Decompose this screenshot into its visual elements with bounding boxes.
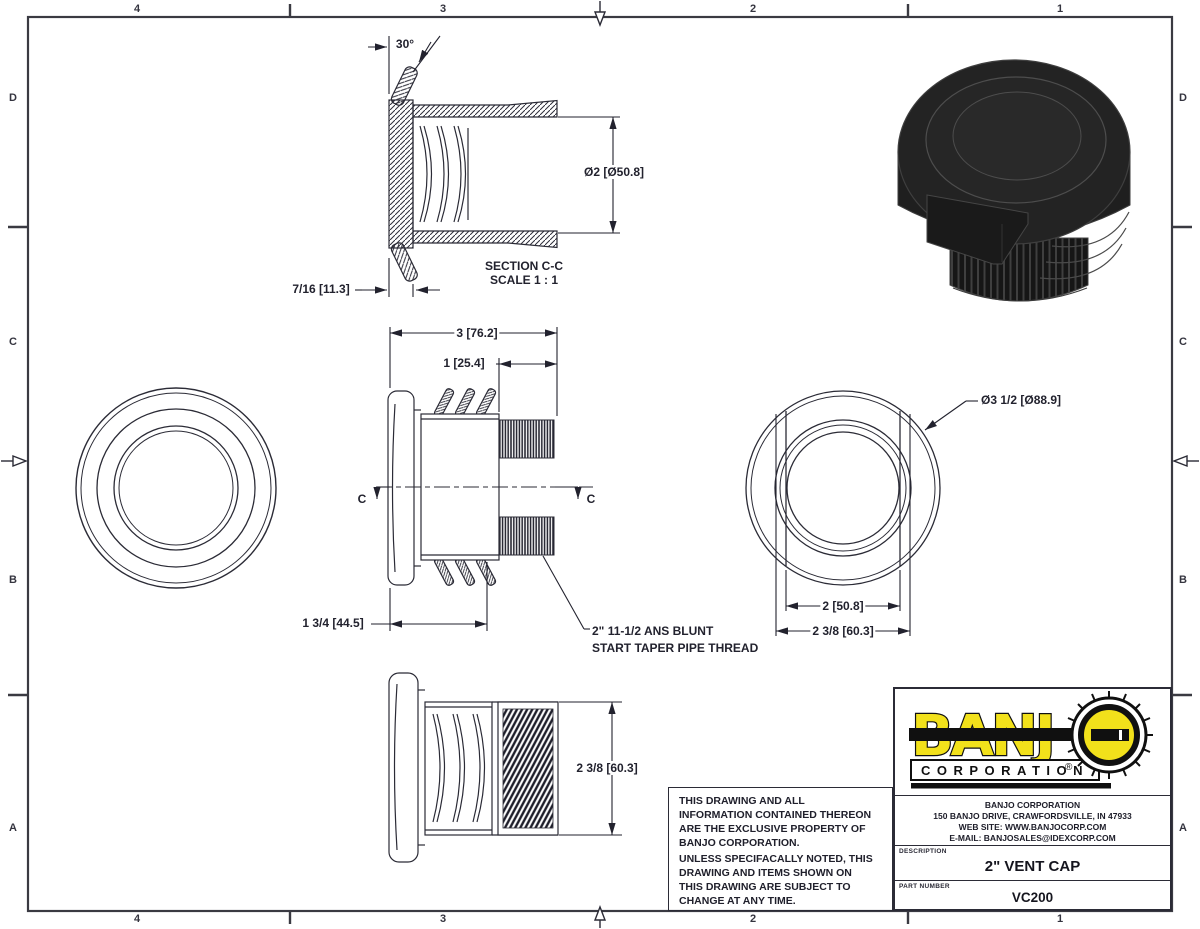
- part-number-value: VC200: [1011, 890, 1054, 905]
- dim-overall-length: 3 [76.2]: [454, 326, 500, 340]
- description-value: 2" VENT CAP: [984, 858, 1081, 875]
- zone-row-right-c: C: [1179, 336, 1187, 348]
- zone-row-right-b: B: [1179, 574, 1187, 586]
- dim-thread-length: 1 [25.4]: [443, 356, 485, 370]
- zone-row-right-a: A: [1179, 822, 1187, 834]
- notes-line: UNLESS SPECIFACALLY NOTED, THIS: [679, 853, 873, 865]
- dim-body-length: 1 3/4 [44.5]: [302, 616, 364, 630]
- dim-section-diameter: Ø2 [Ø50.8]: [581, 165, 647, 179]
- notes-paragraph-2: UNLESS SPECIFACALLY NOTED, THIS DRAWING …: [679, 852, 887, 908]
- zone-row-left-c: C: [9, 336, 17, 348]
- company-address: BANJO CORPORATION 150 BANJO DRIVE, CRAWF…: [895, 795, 1170, 845]
- zone-row-left-a: A: [9, 822, 17, 834]
- section-marker-c-right: C: [586, 492, 596, 506]
- zone-col-bottom-3: 3: [439, 913, 447, 925]
- notes-line: INFORMATION CONTAINED THEREON: [679, 809, 872, 821]
- zone-row-left-d: D: [9, 92, 17, 104]
- section-view-scale: SCALE 1 : 1: [489, 273, 559, 287]
- part-number-label: PART NUMBER: [899, 883, 950, 890]
- side-view-dimension-lines: [371, 327, 590, 631]
- notes-line: CHANGE AT ANY TIME.: [679, 895, 796, 907]
- zone-col-bottom-4: 4: [133, 913, 141, 925]
- company-line: WEB SITE: WWW.BANJOCORP.COM: [958, 822, 1107, 832]
- dim-flange-width: 7/16 [11.3]: [292, 282, 350, 296]
- dim-angle-30deg: 30°: [395, 37, 415, 51]
- rear-view-dimension-lines: [775, 400, 978, 636]
- thread-callout-line2: START TAPER PIPE THREAD: [592, 641, 759, 655]
- notes-line: BANJO CORPORATION.: [679, 837, 800, 849]
- section-marker-c-left: C: [357, 492, 367, 506]
- banjo-logo: BANJ CORPORATION: [895, 689, 1170, 795]
- banjo-logo-art: BANJ CORPORATION: [909, 691, 1153, 789]
- notes-line: THIS DRAWING AND ALL: [679, 795, 805, 807]
- banjo-body-icon: [1065, 691, 1153, 779]
- dim-flange-diameter: Ø3 1/2 [Ø88.9]: [981, 393, 1062, 407]
- title-block: BANJ CORPORATION: [893, 687, 1172, 911]
- notes-line: THIS DRAWING ARE SUBJECT TO: [679, 881, 851, 893]
- front-view-geometry: [75, 387, 277, 589]
- zone-row-left-b: B: [9, 574, 17, 586]
- dim-rear-outer-width: 2 3/8 [60.3]: [810, 624, 876, 638]
- banjo-neck-bar: [909, 728, 1123, 741]
- legal-notes-box: THIS DRAWING AND ALL INFORMATION CONTAIN…: [668, 787, 893, 911]
- bottom-view-geometry: [388, 672, 559, 863]
- zone-col-top-1: 1: [1056, 3, 1064, 15]
- side-view-geometry: [376, 388, 593, 586]
- zone-col-top-3: 3: [439, 3, 447, 15]
- company-line: 150 BANJO DRIVE, CRAWFORDSVILLE, IN 4793…: [933, 811, 1132, 821]
- zone-col-top-4: 4: [133, 3, 141, 15]
- rear-view-geometry: [745, 390, 941, 586]
- description-cell: DESCRIPTION 2" VENT CAP: [895, 845, 1170, 880]
- notes-line: DRAWING AND ITEMS SHOWN ON: [679, 867, 852, 879]
- part-number-cell: PART NUMBER VC200: [895, 880, 1170, 909]
- zone-row-right-d: D: [1179, 92, 1187, 104]
- registered-mark: ®: [1065, 762, 1073, 773]
- notes-line: ARE THE EXCLUSIVE PROPERTY OF: [679, 823, 866, 835]
- company-line: E-MAIL: BANJOSALES@IDEXCORP.COM: [949, 833, 1116, 843]
- zone-col-top-2: 2: [749, 3, 757, 15]
- zone-col-bottom-1: 1: [1056, 913, 1064, 925]
- cap-3d-render: [897, 59, 1131, 302]
- dim-bottom-height: 2 3/8 [60.3]: [574, 761, 640, 775]
- section-view-title: SECTION C-C: [485, 259, 563, 273]
- logo-underline: [911, 783, 1111, 789]
- zone-col-bottom-2: 2: [749, 913, 757, 925]
- dim-rear-inner-width: 2 [50.8]: [820, 599, 866, 613]
- section-view-geometry: [388, 66, 558, 282]
- description-label: DESCRIPTION: [899, 848, 947, 855]
- logo-subtitle: CORPORATION: [921, 763, 1089, 778]
- company-line: BANJO CORPORATION: [984, 800, 1081, 810]
- notes-paragraph-1: THIS DRAWING AND ALL INFORMATION CONTAIN…: [679, 794, 887, 850]
- thread-callout-line1: 2" 11-1/2 ANS BLUNT: [592, 624, 714, 638]
